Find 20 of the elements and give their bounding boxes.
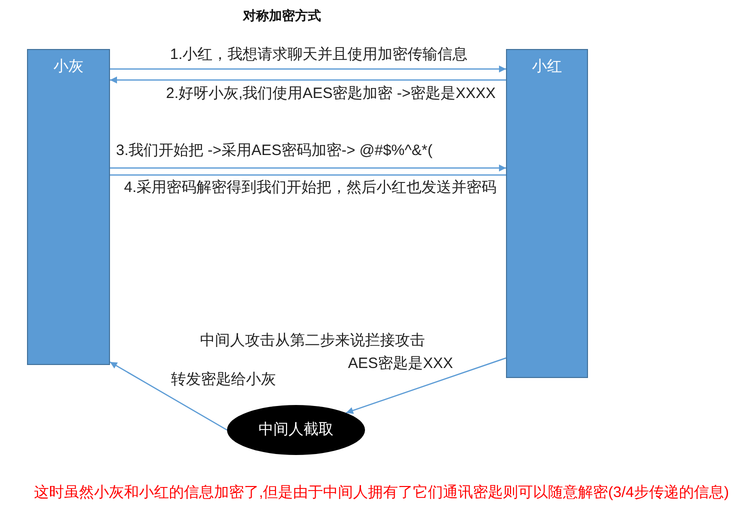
edge-label: 3.我们开始把 ->采用AES密码加密-> @#$%^&*(: [116, 143, 432, 159]
participant-box: [27, 49, 110, 365]
connector-line: [110, 174, 506, 176]
node-label: 中间人截取: [258, 422, 334, 438]
edge-label: 4.采用密码解密得到我们开始把，然后小红也发送并密码: [124, 180, 497, 196]
participant-box: [506, 49, 588, 378]
arrow: [110, 76, 506, 84]
node-label: 小灰: [54, 59, 84, 75]
arrow: [110, 164, 506, 172]
edge-label: 2.好呀小灰,我们使用AES密匙加密 ->密匙是XXXX: [166, 86, 496, 102]
node-label: 小红: [532, 59, 562, 75]
edge-label: 1.小红，我想请求聊天并且使用加密传输信息: [170, 47, 468, 63]
arrow: [346, 357, 506, 414]
note-text: 这时虽然小灰和小红的信息加密了,但是由于中间人拥有了它们通讯密匙则可以随意解密(3/4步传递的信息): [34, 485, 730, 501]
annotation-text: 中间人攻击从第二步来说拦接攻击: [200, 333, 425, 349]
edge-label: 转发密匙给小灰: [171, 372, 276, 388]
arrow: [110, 361, 228, 431]
diagram-title: 对称加密方式: [243, 9, 321, 23]
arrow: [110, 66, 506, 72]
edge-label: AES密匙是XXX: [348, 356, 454, 372]
